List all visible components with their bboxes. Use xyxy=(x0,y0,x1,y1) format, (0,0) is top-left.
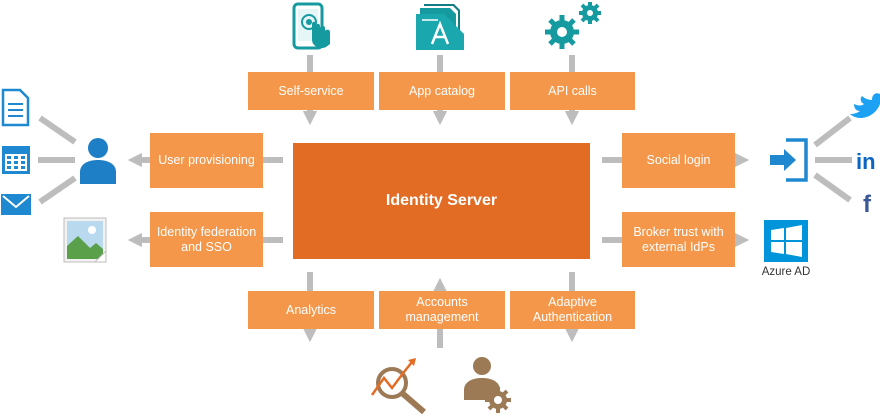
box-label: Self-service xyxy=(278,83,344,98)
image-broken-icon xyxy=(63,217,107,263)
mail-icon xyxy=(1,194,31,215)
azure-ad-label: Azure AD xyxy=(761,266,811,278)
box-label: Analytics xyxy=(285,302,337,317)
box-label: App catalog xyxy=(408,83,476,98)
box-label: Identity federation and SSO xyxy=(156,224,257,254)
box-label: Social login xyxy=(646,153,711,167)
box-user-provisioning: User provisioning xyxy=(150,133,263,188)
document-icon xyxy=(1,88,30,127)
calendar-icon xyxy=(2,146,30,174)
svg-text:in: in xyxy=(856,149,876,174)
identity-server-core: Identity Server xyxy=(293,143,590,259)
box-label: Broker trust with external IdPs xyxy=(633,224,724,254)
fan-line-document xyxy=(38,115,77,145)
touch-phone-icon xyxy=(292,2,330,50)
analytics-magnifier-icon xyxy=(370,358,426,415)
sign-in-icon xyxy=(770,138,808,182)
box-label: API calls xyxy=(548,83,597,98)
fan-line-facebook xyxy=(813,172,852,203)
user-icon xyxy=(80,138,116,184)
box-adaptive-authentication: Adaptive Authentication xyxy=(510,291,635,329)
box-identity-federation: Identity federation and SSO xyxy=(150,212,263,267)
twitter-icon xyxy=(850,93,880,118)
fan-line-mail xyxy=(38,175,77,205)
box-label: Adaptive Authentication xyxy=(532,295,613,324)
box-accounts-management: Accounts management xyxy=(379,291,505,329)
linkedin-icon: in xyxy=(856,149,876,174)
box-label: User provisioning xyxy=(158,153,255,167)
box-social-login: Social login xyxy=(622,133,735,188)
box-api-calls: API calls xyxy=(510,72,635,110)
box-app-catalog: App catalog xyxy=(379,72,505,110)
box-broker-trust: Broker trust with external IdPs xyxy=(622,212,735,267)
app-catalog-icon xyxy=(416,4,464,50)
gears-icon xyxy=(545,2,601,49)
core-label: Identity Server xyxy=(385,192,498,209)
windows-logo-icon xyxy=(764,220,808,262)
facebook-icon: f xyxy=(863,191,872,218)
box-analytics: Analytics xyxy=(248,291,374,329)
fan-line-twitter xyxy=(813,115,852,148)
user-settings-icon xyxy=(464,357,511,413)
svg-text:f: f xyxy=(863,191,872,218)
box-self-service: Self-service xyxy=(248,72,374,110)
box-label: Accounts management xyxy=(405,295,479,324)
